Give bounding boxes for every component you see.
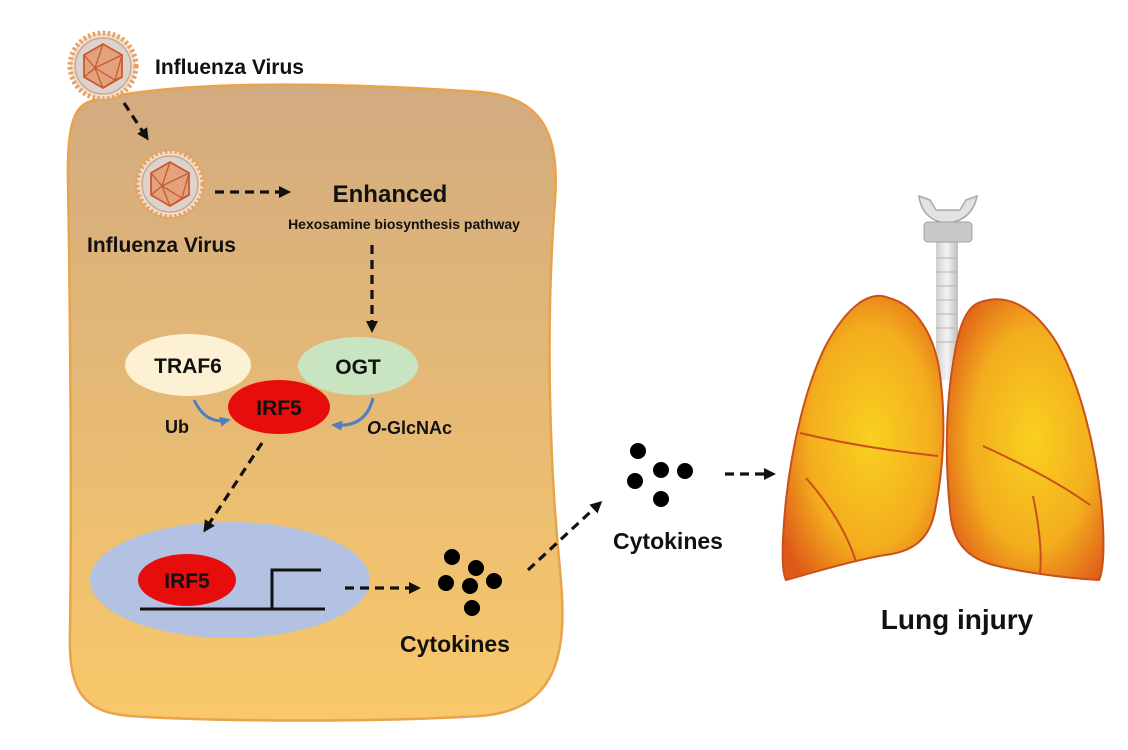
irf5-nuclear-label: IRF5	[164, 570, 210, 593]
cytokines-cell-label: Cytokines	[400, 631, 510, 657]
lungs-icon	[781, 194, 1105, 582]
cytokine-dots-icon	[627, 443, 693, 507]
irf5-label: IRF5	[256, 397, 302, 420]
irf5-node	[228, 380, 330, 434]
influenza-virus-icon	[70, 33, 136, 99]
cytokine-dots-icon	[438, 549, 502, 616]
gene-promoter-icon	[140, 568, 325, 611]
ub-label: Ub	[165, 417, 189, 437]
o-glcnac-label: O-GlcNAc	[367, 418, 452, 438]
o-italic-prefix: O	[367, 418, 381, 438]
lung-injury-label: Lung injury	[881, 604, 1034, 635]
ubiquitination-arrow	[192, 399, 231, 427]
cytokines-released-label: Cytokines	[613, 528, 723, 554]
irf5-nuclear-node	[138, 554, 236, 606]
traf6-label: TRAF6	[154, 355, 222, 378]
influenza-virus-label: Influenza Virus	[155, 56, 304, 79]
influenza-virus-icon	[137, 151, 203, 217]
traf6-node	[125, 334, 251, 396]
influenza-virus-label: Influenza Virus	[87, 234, 236, 257]
cytokine-release-arrow	[526, 500, 603, 572]
o-glcnacylation-arrow	[331, 397, 375, 431]
glcnac-suffix: -GlcNAc	[381, 418, 452, 438]
hexosamine-pathway-label: Hexosamine biosynthesis pathway	[288, 216, 520, 232]
ogt-label: OGT	[335, 356, 381, 379]
enhanced-label: Enhanced	[333, 181, 448, 208]
virus-entry-arrow	[122, 102, 149, 141]
ogt-node	[298, 337, 418, 395]
irf5-to-nucleus-arrow	[203, 442, 264, 533]
